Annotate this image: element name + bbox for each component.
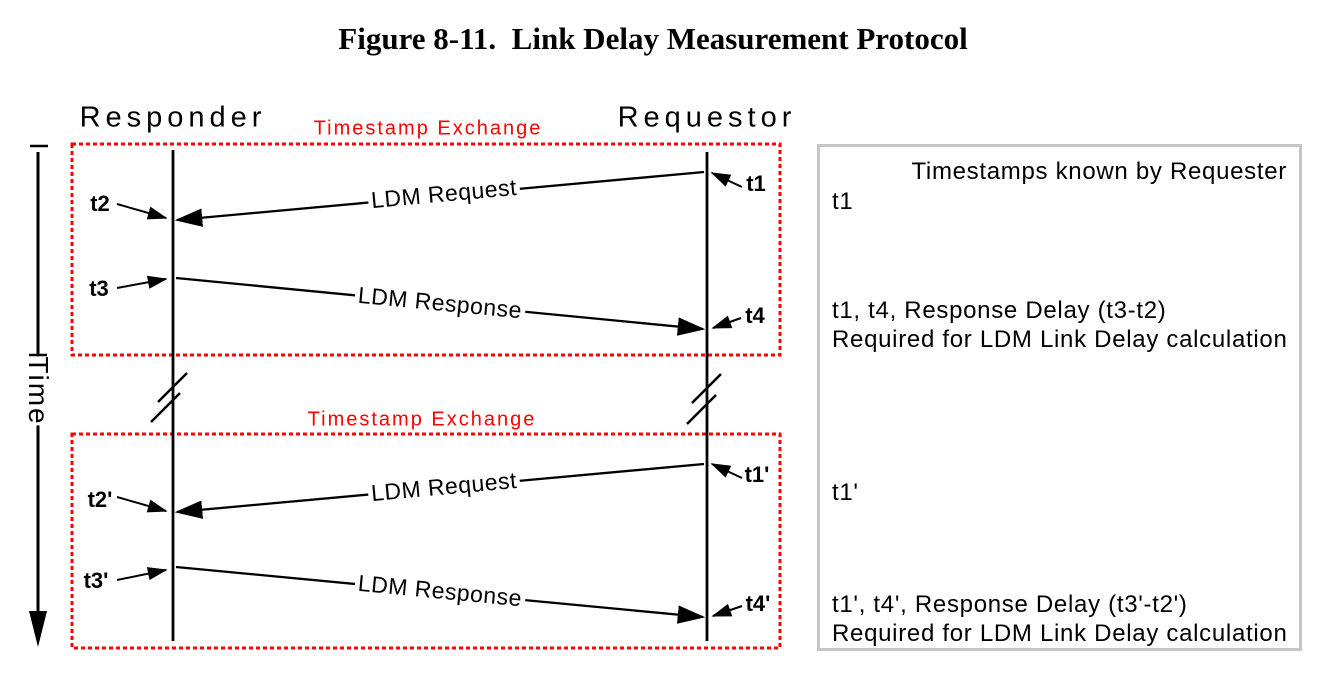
panel-row-exchange2: t1', t4', Response Delay (t3'-t2') Requi…: [832, 590, 1288, 648]
responder-break-marks: [150, 372, 188, 423]
responder-label: Responder: [79, 101, 267, 134]
panel-header: Timestamps known by Requester: [911, 158, 1287, 185]
panel-row-t1: t1: [832, 188, 854, 215]
t3-prime-pointer-arrow: [116, 567, 168, 581]
time-axis-label: Time: [20, 356, 56, 426]
timestamp-exchange-box-1: [70, 142, 782, 357]
timestamp-exchange-label-2: Timestamp Exchange: [307, 408, 537, 431]
t4-pointer-arrow: [711, 315, 742, 329]
panel-row-t1-prime: t1': [832, 479, 859, 506]
t1-prime-label: t1': [744, 462, 770, 487]
panel-row-exchange1-line1: t1, t4, Response Delay (t3-t2): [832, 297, 1167, 324]
time-axis-arrowhead: [29, 611, 47, 647]
t4-prime-pointer-arrow: [711, 603, 743, 617]
t4-label: t4: [745, 303, 765, 328]
panel-row-exchange1-line2: Required for LDM Link Delay calculation: [832, 326, 1288, 353]
t2-label: t2: [90, 191, 110, 216]
timestamps-panel: Timestamps known by Requester t1 t1, t4,…: [817, 144, 1302, 651]
panel-row-exchange2-line2: Required for LDM Link Delay calculation: [832, 620, 1288, 647]
t3-pointer-arrow: [116, 275, 168, 289]
t1-label: t1: [746, 171, 766, 196]
t1-prime-pointer-arrow: [710, 463, 743, 479]
figure-title: Figure 8-11. Link Delay Measurement Prot…: [338, 21, 968, 56]
t3-label: t3: [89, 276, 109, 301]
requestor-break-marks: [686, 373, 722, 425]
t2-pointer-arrow: [116, 203, 168, 220]
t1-pointer-arrow: [710, 172, 743, 188]
t3-prime-label: t3': [83, 568, 109, 593]
timestamp-exchange-box-2: [70, 432, 782, 650]
t2-prime-pointer-arrow: [116, 496, 168, 513]
requestor-label: Requestor: [617, 101, 797, 134]
panel-row-exchange1: t1, t4, Response Delay (t3-t2) Required …: [832, 296, 1288, 354]
t2-prime-label: t2': [87, 487, 113, 512]
timestamp-exchange-label-1: Timestamp Exchange: [313, 117, 543, 140]
panel-row-exchange2-line1: t1', t4', Response Delay (t3'-t2'): [832, 591, 1188, 618]
t4-prime-label: t4': [745, 591, 771, 616]
